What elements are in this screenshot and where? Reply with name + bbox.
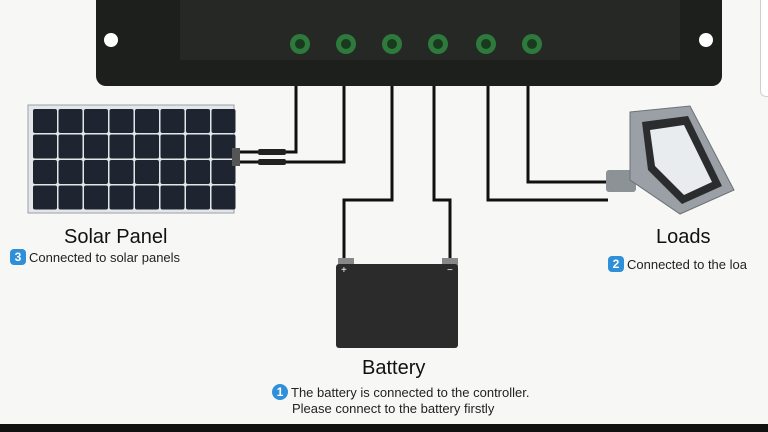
solar-panel-title: Solar Panel xyxy=(64,226,168,248)
loads-note: 2 Connected to the loa xyxy=(608,256,760,272)
solar-cell xyxy=(84,109,108,133)
solar-cell xyxy=(84,160,108,184)
solar-cell xyxy=(135,109,159,133)
solar-panel-note: 3 Connected to solar panels xyxy=(10,249,180,265)
solar-cell xyxy=(186,160,210,184)
load-wire-negative xyxy=(526,86,608,184)
battery-note-line1: The battery is connected to the controll… xyxy=(291,384,530,400)
solar-cell xyxy=(109,109,134,133)
solar-cell xyxy=(58,134,83,159)
solar-cell xyxy=(84,134,108,159)
solar-cell xyxy=(160,160,185,184)
solar-cell xyxy=(58,185,83,210)
mc4-connector xyxy=(258,149,286,155)
battery-wire-positive xyxy=(342,86,394,258)
solar-cell xyxy=(160,134,185,159)
mounting-hole-right xyxy=(699,33,713,47)
solar-cell xyxy=(211,185,236,210)
terminal-screw xyxy=(476,34,496,54)
solar-cell xyxy=(135,185,159,210)
right-edge-frame xyxy=(760,0,768,97)
load-wire-positive xyxy=(486,86,608,202)
floodlight-image xyxy=(606,105,735,215)
battery-image: + − xyxy=(336,258,458,348)
step-badge-3: 3 xyxy=(10,249,26,265)
battery-note-line2: Please connect to the battery firstly xyxy=(292,401,495,416)
wires xyxy=(240,86,608,258)
solar-cell xyxy=(135,134,159,159)
solar-cell xyxy=(109,160,134,184)
mc4-connector xyxy=(258,159,286,165)
solar-panel-image xyxy=(27,104,286,214)
solar-wire-positive xyxy=(240,86,298,154)
step-badge-2: 2 xyxy=(608,256,624,272)
solar-cell xyxy=(186,185,210,210)
terminal-screw xyxy=(428,34,448,54)
terminal-screw xyxy=(336,34,356,54)
loads-note-text: Connected to the loa xyxy=(627,256,747,272)
solar-cell xyxy=(58,109,83,133)
solar-cell xyxy=(160,185,185,210)
terminal-screw xyxy=(382,34,402,54)
solar-cell xyxy=(33,109,57,133)
battery-title: Battery xyxy=(362,357,426,379)
battery-wire-negative xyxy=(432,86,452,258)
solar-cell xyxy=(211,134,236,159)
solar-cell xyxy=(33,134,57,159)
solar-cell xyxy=(211,160,236,184)
solar-cell xyxy=(33,185,57,210)
bottom-bar xyxy=(0,424,768,432)
solar-cell xyxy=(109,134,134,159)
battery-positive-sign: + xyxy=(341,265,347,276)
terminal-screw xyxy=(290,34,310,54)
battery-negative-sign: − xyxy=(447,265,453,276)
mounting-hole-left xyxy=(104,33,118,47)
charge-controller xyxy=(96,0,722,86)
terminal-block xyxy=(290,34,542,54)
solar-cell xyxy=(109,185,134,210)
solar-panel-note-text: Connected to solar panels xyxy=(29,249,181,265)
solar-cell xyxy=(186,134,210,159)
battery-note: 1 The battery is connected to the contro… xyxy=(272,384,529,400)
loads-title: Loads xyxy=(656,226,711,248)
terminal-screw xyxy=(522,34,542,54)
step-badge-1: 1 xyxy=(272,384,288,400)
solar-cell xyxy=(58,160,83,184)
solar-cell xyxy=(84,185,108,210)
solar-cell xyxy=(211,109,236,133)
solar-cell xyxy=(33,160,57,184)
solar-cell xyxy=(135,160,159,184)
solar-cell xyxy=(160,109,185,133)
solar-cell xyxy=(186,109,210,133)
